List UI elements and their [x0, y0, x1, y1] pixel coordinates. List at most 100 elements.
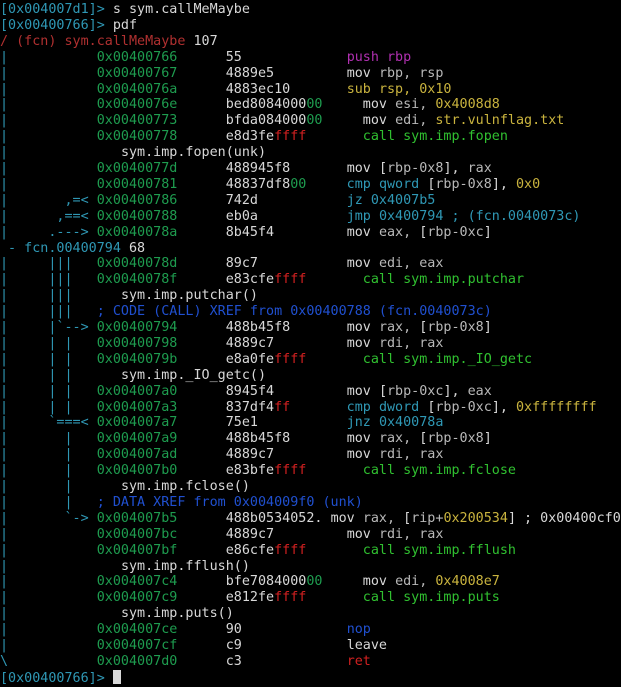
text-segment: jmp [346, 208, 379, 224]
text-segment: 0x004007a9 [96, 431, 178, 447]
disasm-line: | | 0x004007b0 e83bfeffff call sym.imp.f… [0, 463, 516, 479]
text-segment: | `-> [0, 510, 97, 526]
text-segment: 89c7 [177, 256, 347, 272]
text-segment: 0x004007bc [96, 526, 178, 542]
text-segment: | [0, 49, 97, 65]
text-segment: | | [0, 431, 97, 447]
disasm-line: | | | 0x00400798 4889c7 mov rdi, rax [0, 336, 443, 352]
text-segment: 90 [177, 622, 347, 638]
text-segment: | ,=< [0, 192, 97, 208]
text-segment: | | | [0, 335, 97, 351]
disasm-line: / (fcn) sym.callMeMaybe 107 [0, 34, 218, 50]
text-segment: rbp-0xc [387, 383, 444, 399]
text-segment: 0xffffffff [516, 399, 597, 415]
disasm-line: - fcn.00400794 68 [0, 241, 145, 257]
text-segment: ], [443, 383, 468, 399]
text-segment: 0x0040077d [96, 161, 178, 176]
disasm-line: | ||| 0x0040078d 89c7 mov edi, eax [0, 256, 443, 272]
text-segment: 0x004007c4 [96, 574, 178, 590]
text-segment: ff [274, 399, 291, 415]
text-segment: 107 [193, 33, 218, 49]
text-segment: 0x004007b5 [96, 510, 178, 526]
text-segment: | `===< [0, 415, 97, 431]
disasm-line: | | | sym.imp._IO_getc() [0, 368, 266, 384]
text-segment: e86cfe [177, 542, 275, 558]
text-segment: 0x00400786 [96, 192, 178, 208]
text-segment: dword [378, 399, 428, 415]
text-segment: | | [0, 479, 121, 494]
text-segment: | .---> [0, 224, 97, 240]
text-segment: 4889c7 [177, 447, 347, 463]
disasm-line: | ,==< 0x00400788 eb0a jmp 0x400794 ; (f… [0, 209, 580, 225]
text-segment: c3 [177, 653, 347, 669]
text-segment: sym.imp.putchar [403, 272, 525, 288]
text-segment: e8d3fe [177, 129, 275, 145]
text-segment: sym.imp.puts [403, 590, 500, 606]
text-segment: | |`--> [0, 320, 97, 335]
text-segment: sym.imp.fclose() [120, 479, 250, 494]
text-segment: rbp-0x8 [387, 161, 444, 176]
text-segment: bfe7084000 [177, 574, 307, 590]
text-segment: 0x004007bf [96, 542, 178, 558]
disasm-line: | |`--> 0x00400794 488b45f8 mov rax, [rb… [0, 320, 492, 336]
disasm-line: | sym.imp.fflush() [0, 559, 250, 575]
text-segment: rip+ [411, 510, 444, 526]
text-segment: 0x004007cf [96, 638, 178, 653]
text-segment: 55 [177, 49, 347, 65]
text-segment: 8b45f4 [177, 224, 347, 240]
text-segment: | | | [0, 351, 97, 367]
disasm-line: | 0x0040076a 4883ec10 sub rsp, 0x10 [0, 82, 452, 98]
text-segment: rax, [378, 431, 420, 447]
text-segment: call [306, 463, 404, 479]
text-segment: mov [346, 526, 379, 542]
text-segment: sym.imp.puts() [120, 606, 234, 622]
disasm-line: \ 0x004007d0 c3 ret [0, 654, 371, 670]
text-segment: 4883ec10 [177, 81, 347, 97]
text-segment: qword [378, 176, 428, 192]
text-segment: [ [378, 161, 387, 176]
text-segment: 488b45f8 [177, 320, 347, 335]
disasm-line: | 0x0040077d 488945f8 mov [rbp-0x8], rax [0, 161, 492, 177]
text-segment: mov [322, 574, 396, 590]
text-segment: ], [491, 399, 516, 415]
text-segment: ffff [274, 272, 307, 288]
text-segment: 0x0040078f [96, 272, 178, 288]
text-segment: 488b45f8 [177, 431, 347, 447]
text-segment: | [0, 558, 121, 574]
text-segment: 0x004007a0 [96, 383, 178, 399]
text-segment: e83bfe [177, 463, 275, 479]
text-segment: 0x4007b5 [370, 192, 436, 208]
text-segment: bed8084000 [177, 97, 307, 113]
text-segment: 0x004007ad [96, 447, 178, 463]
text-segment: rax [467, 161, 492, 176]
text-segment: rbp-0x8 [427, 431, 484, 447]
disasm-line: | ||| sym.imp.putchar() [0, 288, 258, 304]
text-segment: ffff [274, 542, 307, 558]
disasm-line: | 0x004007c9 e812feffff call sym.imp.put… [0, 590, 500, 606]
text-segment: jz [346, 192, 371, 208]
text-segment: 0x10 [419, 81, 452, 97]
text-segment: | [0, 590, 97, 606]
text-segment: [ [419, 320, 428, 335]
text-segment: 0x0040079b [96, 351, 178, 367]
disasm-line: | 0x00400781 48837df800 cmp qword [rbp-0… [0, 177, 540, 193]
text-segment: 00 [306, 574, 323, 590]
text-segment: str.vulnflag.txt [435, 113, 565, 129]
text-segment: 0x00400773 [96, 113, 178, 129]
text-segment: c9 [177, 638, 347, 653]
text-segment: mov [346, 383, 379, 399]
text-segment: 0x004007a3 [96, 399, 178, 415]
text-segment: sym.imp.fclose [403, 463, 516, 479]
text-segment: | | [0, 447, 97, 463]
text-segment: s sym.callMeMaybe [112, 2, 250, 17]
disasm-line: | `-> 0x004007b5 488b0534052. mov rax, [… [0, 511, 621, 527]
disasm-line: | 0x004007bf e86cfeffff call sym.imp.ffl… [0, 543, 516, 559]
text-segment: cmp [306, 176, 379, 192]
text-segment: [ [427, 399, 436, 415]
text-segment: 4889e5 [177, 65, 347, 81]
disasm-line: | | ; DATA XREF from 0x004009f0 (unk) [0, 495, 363, 511]
text-segment: e83cfe [177, 272, 275, 288]
text-segment: | [0, 526, 97, 542]
text-segment: 0x40078a [378, 415, 444, 431]
